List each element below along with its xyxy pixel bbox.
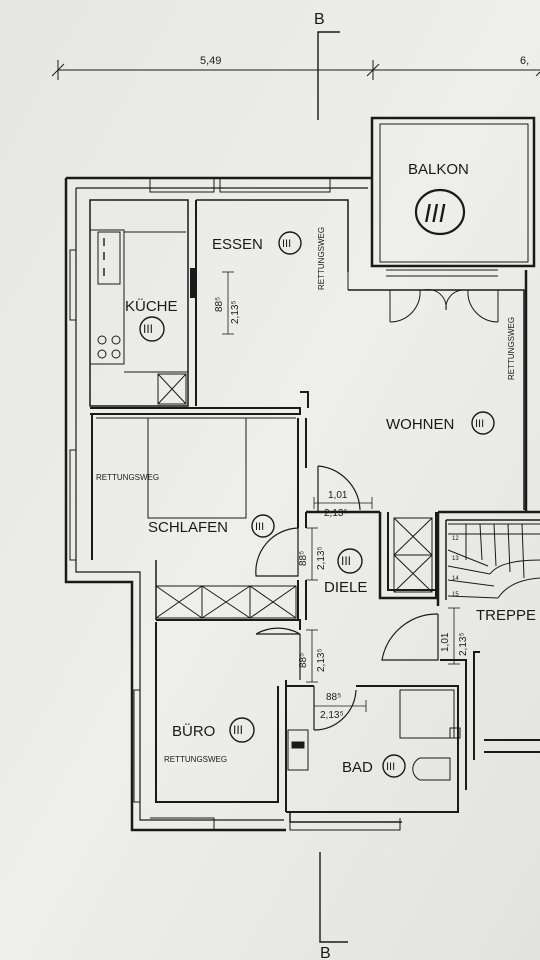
stair-step-12: 12 bbox=[452, 536, 459, 542]
door-height-bad: 2,13⁵ bbox=[320, 710, 344, 721]
door-dim-treppe bbox=[448, 607, 460, 665]
dimension-line bbox=[51, 60, 540, 80]
door-height-wohnen: 2,13⁵ bbox=[324, 508, 348, 519]
room-label-schlafen: SCHLAFEN bbox=[148, 519, 228, 536]
dimension-top-right: 6, bbox=[520, 55, 529, 67]
room-label-wohnen: WOHNEN bbox=[386, 416, 454, 433]
bath-fixtures bbox=[287, 689, 461, 781]
balkon-numeral: III bbox=[424, 198, 446, 228]
door-height-treppe: 2,13⁵ bbox=[458, 632, 469, 656]
stair-step-13: 13 bbox=[452, 556, 459, 562]
wardrobe-diele bbox=[393, 517, 433, 593]
section-marker-bottom bbox=[319, 852, 348, 943]
room-label-kueche: KÜCHE bbox=[125, 297, 178, 315]
room-label-treppe: TREPPE bbox=[476, 607, 536, 624]
wardrobe-schlafen bbox=[155, 585, 297, 619]
windows bbox=[69, 178, 498, 831]
room-label-buero: BÜRO bbox=[172, 722, 215, 740]
numeral-bad: III bbox=[386, 761, 395, 773]
door-width-kueche: 88⁵ bbox=[214, 297, 225, 312]
numeral-wohnen: III bbox=[475, 418, 484, 430]
room-label-essen: ESSEN bbox=[212, 236, 263, 253]
door-width-bad: 88⁵ bbox=[326, 692, 341, 703]
door-width-treppe: 1,01 bbox=[440, 632, 451, 652]
door-width-wohnen: 1,01 bbox=[328, 490, 348, 501]
door-dim-wohnen bbox=[313, 497, 373, 509]
dimension-top-left: 5,49 bbox=[200, 55, 221, 67]
balcony-doors bbox=[389, 289, 499, 323]
escape-route-essen: RETTUNGSWEG bbox=[317, 227, 326, 290]
numeral-kueche: III bbox=[143, 322, 153, 336]
section-label-top: B bbox=[314, 11, 325, 28]
door-width-buero: 88⁵ bbox=[298, 653, 309, 668]
stairs bbox=[447, 523, 540, 599]
door-dim-bad bbox=[313, 700, 367, 712]
section-label-bottom: B bbox=[320, 945, 331, 960]
section-marker-top bbox=[317, 31, 340, 120]
door-width-schlafen: 88⁵ bbox=[298, 551, 309, 566]
room-label-diele: DIELE bbox=[324, 579, 367, 596]
door-dim-schlafen bbox=[306, 527, 318, 581]
kitchen-door-leaf bbox=[190, 268, 196, 298]
room-label-bad: BAD bbox=[342, 759, 373, 776]
door-dim-buero bbox=[306, 629, 318, 683]
stair-step-14: 14 bbox=[452, 576, 459, 582]
door-height-schlafen: 2,13⁵ bbox=[316, 546, 327, 570]
numeral-essen: III bbox=[282, 238, 291, 250]
escape-route-schlafen: RETTUNGSWEG bbox=[96, 473, 159, 482]
door-height-buero: 2,13⁵ bbox=[316, 648, 327, 672]
door-dim-kueche bbox=[222, 271, 234, 335]
stair-step-15: 15 bbox=[452, 592, 459, 598]
balcony bbox=[370, 116, 536, 268]
room-label-balkon: BALKON bbox=[408, 161, 469, 178]
numeral-buero: III bbox=[233, 723, 243, 737]
balkon-numeral-circle bbox=[414, 188, 466, 236]
door-swings bbox=[195, 270, 439, 731]
walls bbox=[64, 176, 540, 832]
bed bbox=[96, 417, 296, 519]
door-height-kueche: 2,13⁵ bbox=[230, 300, 241, 324]
room-numeral-circles bbox=[139, 231, 495, 778]
numeral-schlafen: III bbox=[255, 521, 264, 533]
numeral-diele: III bbox=[341, 554, 351, 568]
escape-route-wohnen: RETTUNGSWEG bbox=[507, 317, 516, 380]
kitchen-fixtures bbox=[90, 229, 188, 405]
escape-route-buero: RETTUNGSWEG bbox=[164, 755, 227, 764]
